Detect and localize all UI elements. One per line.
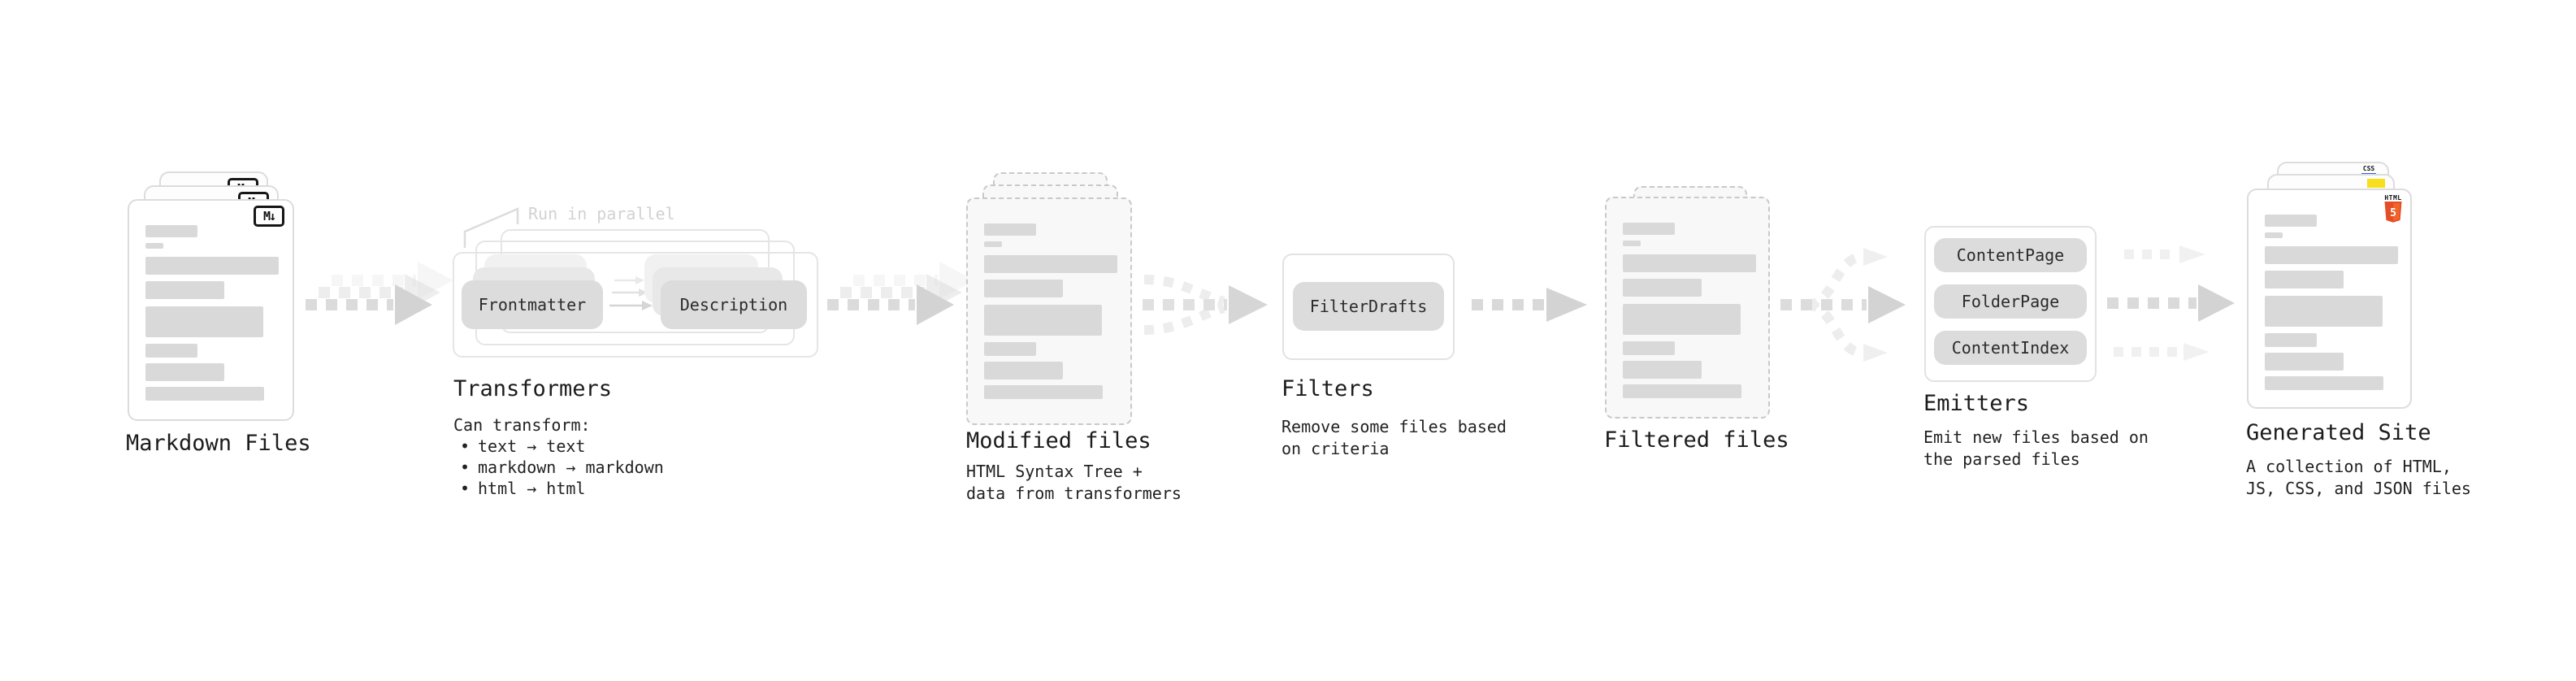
arrow-modified-to-filters — [1143, 275, 1268, 335]
modified-files-heading: Modified files — [966, 428, 1151, 453]
transformers-heading: Transformers — [453, 376, 613, 401]
generated-site-caption: A collection of HTML, JS, CSS, and JSON … — [2246, 457, 2471, 498]
text-placeholder-bar — [1623, 241, 1641, 246]
contentpage-chip: ContentPage — [1934, 238, 2087, 272]
markdown-files-label: Markdown Files — [126, 431, 311, 456]
arrow-transformers-to-modified — [827, 262, 975, 325]
text-placeholder-bar — [2265, 246, 2398, 264]
text-placeholder-bar — [984, 255, 1117, 273]
html5-icon: HTML 5 — [2383, 194, 2403, 227]
transformer-box-front — [453, 252, 818, 358]
run-in-parallel-callout-line — [463, 207, 519, 248]
arrow-filters-to-filtered — [1472, 288, 1587, 322]
text-placeholder-bar — [984, 241, 1002, 247]
bullet-icon: • — [460, 436, 471, 456]
text-placeholder-bar — [145, 363, 224, 381]
text-placeholder-bar — [145, 306, 263, 337]
text-placeholder-bar — [145, 225, 197, 237]
text-placeholder-bar — [2265, 333, 2317, 347]
bullet-icon: • — [460, 458, 471, 477]
filters-heading: Filters — [1281, 376, 1374, 401]
text-placeholder-bar — [2265, 232, 2283, 238]
frontmatter-chip: Frontmatter — [462, 280, 603, 329]
text-placeholder-bar — [1623, 254, 1756, 272]
text-placeholder-bar — [984, 385, 1103, 399]
modified-files-caption: HTML Syntax Tree + data from transformer… — [966, 462, 1182, 503]
run-in-parallel-note: Run in parallel — [528, 204, 675, 223]
arrow-emitters-to-generated — [2107, 245, 2235, 361]
text-placeholder-bar — [984, 362, 1063, 380]
arrow-markdown-to-transformers — [306, 262, 453, 325]
transformers-bullet: •text → text — [460, 436, 586, 456]
text-placeholder-bar — [145, 387, 264, 401]
markdown-icon: M↓ — [254, 206, 284, 227]
text-placeholder-bar — [984, 342, 1036, 356]
arrow-filtered-to-emitters — [1780, 248, 1906, 362]
text-placeholder-bar — [2265, 376, 2383, 390]
text-placeholder-bar — [2265, 296, 2383, 327]
emitters-caption: Emit new files based on the parsed files — [1923, 427, 2149, 469]
parallel-transform-arrows — [609, 276, 653, 310]
text-placeholder-bar — [1623, 279, 1702, 297]
text-placeholder-bar — [145, 243, 163, 249]
text-placeholder-bar — [1623, 304, 1741, 335]
modified-card-front — [966, 197, 1132, 425]
text-placeholder-bar — [984, 223, 1036, 236]
filtered-files-heading: Filtered files — [1604, 427, 1789, 453]
transformers-bullet: •markdown → markdown — [460, 458, 664, 477]
description-chip: Description — [661, 280, 807, 329]
text-placeholder-bar — [1623, 341, 1675, 355]
text-placeholder-bar — [2265, 353, 2344, 371]
text-placeholder-bar — [1623, 361, 1702, 379]
text-placeholder-bar — [1623, 223, 1675, 235]
text-placeholder-bar — [145, 257, 279, 275]
text-placeholder-bar — [1623, 384, 1741, 398]
markdown-card-front: M↓ — [128, 199, 294, 421]
folderpage-chip: FolderPage — [1934, 284, 2087, 319]
transformers-bullet: •html → html — [460, 479, 586, 498]
bullet-icon: • — [460, 479, 471, 498]
contentindex-chip: ContentIndex — [1934, 331, 2087, 365]
text-placeholder-bar — [145, 344, 197, 358]
filtered-card-front — [1605, 197, 1770, 419]
text-placeholder-bar — [2265, 215, 2317, 227]
transformers-caption-title: Can transform: — [453, 415, 591, 435]
filterdrafts-chip: FilterDrafts — [1293, 282, 1444, 331]
generated-card-front: HTML 5 — [2247, 189, 2412, 409]
emitters-heading: Emitters — [1923, 391, 2030, 416]
text-placeholder-bar — [984, 280, 1063, 297]
text-placeholder-bar — [984, 305, 1102, 336]
js-icon — [2367, 179, 2385, 188]
text-placeholder-bar — [2265, 271, 2344, 288]
filters-caption: Remove some files based on criteria — [1281, 417, 1507, 458]
text-placeholder-bar — [145, 281, 224, 299]
generated-site-heading: Generated Site — [2246, 420, 2431, 445]
svg-text:5: 5 — [2390, 207, 2396, 219]
